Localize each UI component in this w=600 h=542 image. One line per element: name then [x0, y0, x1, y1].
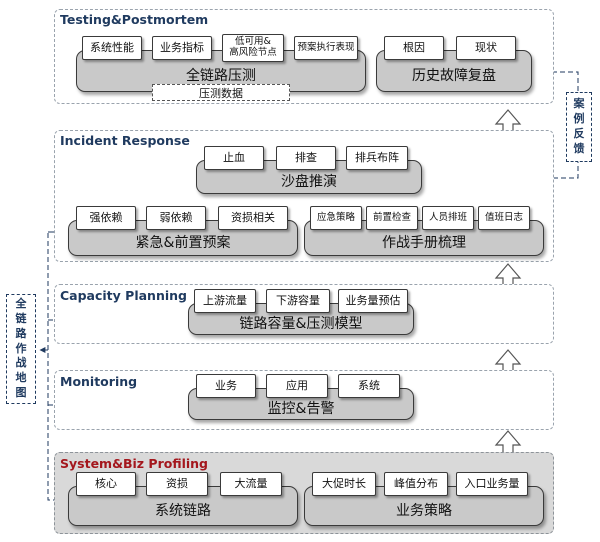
- chip-core: 核心: [76, 472, 136, 496]
- side-left-char: 作: [15, 341, 27, 355]
- side-left-char: 路: [15, 326, 27, 340]
- chip-emergency-strategy: 应急策略: [310, 206, 362, 230]
- chip-system-performance: 系统性能: [82, 36, 142, 60]
- chip-loss: 资损: [146, 472, 208, 496]
- chip-entry-volume: 入口业务量: [456, 472, 528, 496]
- chip-business-estimate: 业务量预估: [338, 289, 408, 313]
- side-left-char: 图: [15, 386, 27, 400]
- chip-pre-check: 前置检查: [366, 206, 418, 230]
- side-right-char: 反: [573, 127, 585, 140]
- chip-strong-dependency: 强依赖: [76, 206, 136, 230]
- chip-peak-distribution: 峰值分布: [384, 472, 448, 496]
- side-box-full-link-battle-map: 全 链 路 作 战 地 图: [6, 294, 36, 404]
- chip-high-traffic: 大流量: [220, 472, 282, 496]
- chip-stop-bleeding: 止血: [204, 146, 264, 170]
- side-box-case-feedback: 案 例 反 馈: [566, 92, 592, 162]
- chip-asset-loss: 资损相关: [218, 206, 288, 230]
- layer-title-testing: Testing&Postmortem: [60, 12, 209, 27]
- layer-title-monitoring: Monitoring: [60, 374, 138, 389]
- layer-title-capacity: Capacity Planning: [60, 288, 187, 303]
- chip-business-metrics: 业务指标: [152, 36, 212, 60]
- chip-deployment: 排兵布阵: [346, 146, 408, 170]
- chip-promo-duration: 大促时长: [312, 472, 376, 496]
- chip-upstream-traffic: 上游流量: [194, 289, 256, 313]
- chip-downstream-capacity: 下游容量: [266, 289, 330, 313]
- chip-troubleshoot: 排查: [276, 146, 336, 170]
- side-right-char: 案: [573, 97, 585, 111]
- side-left-char: 地: [15, 371, 27, 385]
- layer-title-profiling: System&Biz Profiling: [60, 456, 209, 471]
- chip-current-state: 现状: [456, 36, 516, 60]
- chip-low-availability-high-risk: 低可用& 高风险节点: [222, 34, 284, 62]
- chip-application: 应用: [266, 374, 328, 398]
- side-left-char: 全: [15, 297, 27, 311]
- chip-staff-schedule: 人员排班: [422, 206, 474, 230]
- side-right-char: 馈: [573, 141, 585, 155]
- side-right-char: 例: [573, 112, 585, 126]
- up-arrow-4: [494, 430, 522, 458]
- chip-system: 系统: [338, 374, 400, 398]
- chip-root-cause: 根因: [384, 36, 444, 60]
- chip-business: 业务: [196, 374, 256, 398]
- box-pressure-test-data: 压测数据: [152, 84, 290, 101]
- chip-duty-log: 值班日志: [478, 206, 530, 230]
- chip-weak-dependency: 弱依赖: [146, 206, 206, 230]
- side-left-char: 战: [15, 356, 27, 370]
- chip-plan-execution: 预案执行表现: [294, 36, 358, 60]
- layer-title-incident: Incident Response: [60, 133, 190, 148]
- side-left-char: 链: [15, 311, 27, 325]
- chip-low-availability-text: 低可用& 高风险节点: [229, 36, 277, 58]
